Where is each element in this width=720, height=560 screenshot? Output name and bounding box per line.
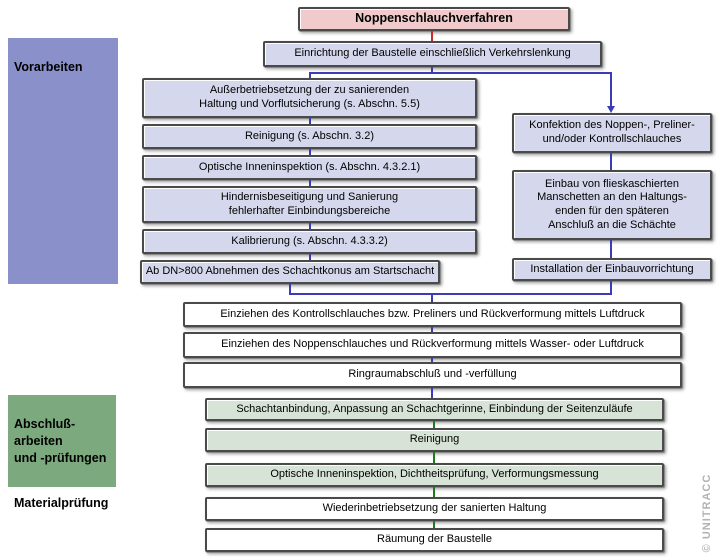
connector-right-1 <box>610 153 612 170</box>
connector-left-1 <box>309 118 311 124</box>
connector-bottom-3 <box>433 487 435 497</box>
connector-merge-stub <box>431 295 433 302</box>
connector-branch-right <box>610 72 612 106</box>
connector-einrichtung-stub <box>431 67 433 73</box>
node-reinigung-2: Reinigung <box>205 428 664 452</box>
node-wiederinbetriebsetzung: Wiederinbetriebsetzung der sanierten Hal… <box>205 497 664 521</box>
node-installation-einbauvorrichtung: Installation der Einbauvorrichtung <box>512 258 712 281</box>
node-schachtanbindung: Schachtanbindung, Anpassung an Schachtge… <box>205 398 664 421</box>
node-start: Noppenschlauchverfahren <box>298 7 570 31</box>
node-reinigung-1: Reinigung (s. Abschn. 3.2) <box>142 124 477 149</box>
sidebar-vorarbeiten-label: Vorarbeiten <box>14 59 83 74</box>
connector-left-5 <box>309 254 311 260</box>
node-optische-inneninspektion-1: Optische Inneninspektion (s. Abschn. 4.3… <box>142 155 477 180</box>
connector-bottom-1 <box>433 421 435 428</box>
connector-merge-horizontal <box>289 293 612 295</box>
connector-mid-1 <box>431 327 433 332</box>
arrowhead-down-icon <box>607 106 615 113</box>
connector-mid-2 <box>431 358 433 362</box>
connector-merge-right <box>610 281 612 295</box>
connector-right-2 <box>610 240 612 258</box>
connector-bottom-2 <box>433 452 435 463</box>
node-hindernisbeseitigung: Hindernisbeseitigung und Sanierung fehle… <box>142 186 477 223</box>
sidebar-abschlussarbeiten-label: Abschluß- arbeiten und -prüfungen <box>14 416 107 465</box>
node-einziehen-kontrollschlauch: Einziehen des Kontrollschlauches bzw. Pr… <box>183 302 682 327</box>
connector-start-einrichtung <box>431 31 433 41</box>
connector-left-4 <box>309 223 311 229</box>
node-ausserbetriebsetzung: Außerbetriebsetzung der zu sanierenden H… <box>142 78 477 118</box>
node-einziehen-noppenschlauch: Einziehen des Noppenschlauches und Rückv… <box>183 332 682 358</box>
node-einrichtung-baustelle: Einrichtung der Baustelle einschließlich… <box>263 41 602 67</box>
node-ringraumabschluss: Ringraumabschluß und -verfüllung <box>183 362 682 388</box>
connector-bottom-4 <box>433 521 435 528</box>
node-einbau-manschetten: Einbau von flieskaschierten Manschetten … <box>512 170 712 240</box>
connector-branch-left <box>309 72 311 78</box>
sidebar-abschlussarbeiten: Abschluß- arbeiten und -prüfungen Materi… <box>8 395 116 510</box>
watermark-unitracc: © UNITRACC <box>701 473 713 553</box>
node-optische-inneninspektion-2: Optische Inneninspektion, Dichtheitsprüf… <box>205 463 664 487</box>
sidebar-vorarbeiten: Vorarbeiten <box>8 38 118 284</box>
node-konfektion: Konfektion des Noppen-, Preliner- und/od… <box>512 113 712 153</box>
connector-left-2 <box>309 149 311 155</box>
connector-left-3 <box>309 180 311 186</box>
connector-merge-left <box>289 284 291 295</box>
sidebar-materialpruefung-label: Materialprüfung <box>14 496 109 511</box>
node-kalibrierung: Kalibrierung (s. Abschn. 4.3.3.2) <box>142 229 477 254</box>
connector-mid-3 <box>431 388 433 398</box>
node-raeumung: Räumung der Baustelle <box>205 528 664 552</box>
connector-branch-horizontal <box>309 72 612 74</box>
node-schachtkonus: Ab DN>800 Abnehmen des Schachtkonus am S… <box>140 260 440 284</box>
